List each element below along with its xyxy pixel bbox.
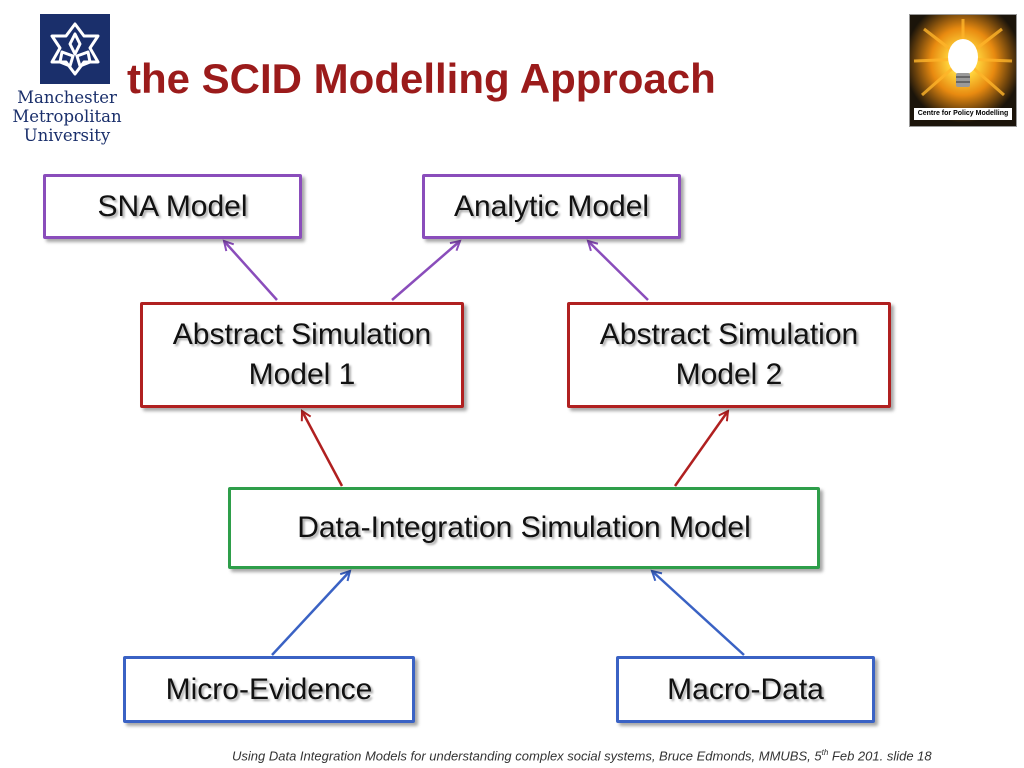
- abs2-label-line1: Abstract Simulation: [599, 318, 859, 351]
- logo-line-1: Manchester: [17, 88, 117, 107]
- macro-data-label: Macro-Data: [667, 672, 824, 706]
- abs2-label-line2: Model 2: [675, 358, 783, 391]
- cpm-logo: Centre for Policy Modelling: [909, 14, 1017, 127]
- macro-data-box: Macro-Data: [616, 656, 875, 723]
- slide-footer: Using Data Integration Models for unders…: [232, 748, 1016, 763]
- analytic-model-label: Analytic Model: [453, 189, 650, 223]
- abstract-simulation-model-1-box: Abstract Simulation Model 1: [140, 302, 464, 408]
- sna-model-box: SNA Model: [43, 174, 302, 239]
- arrow-abs2-to-analytic: [588, 241, 649, 301]
- arrow-macro-to-dataint: [652, 571, 745, 656]
- abstract-simulation-model-2-box: Abstract Simulation Model 2: [567, 302, 891, 408]
- abs1-label-line2: Model 1: [248, 358, 356, 391]
- manchester-met-emblem-icon: [40, 14, 110, 84]
- micro-evidence-label: Micro-Evidence: [165, 672, 373, 706]
- abs1-label-line1: Abstract Simulation: [172, 318, 432, 351]
- lightbulb-icon: [910, 15, 1016, 126]
- arrow-abs1-to-sna: [224, 241, 278, 301]
- arrow-abs1-to-analytic: [391, 241, 460, 301]
- footer-slide-number: Feb 201. slide 18: [828, 748, 932, 764]
- analytic-model-box: Analytic Model: [422, 174, 681, 239]
- arrow-dataint-to-abs1: [302, 411, 344, 487]
- sna-model-label: SNA Model: [97, 189, 248, 223]
- footer-sup: th: [821, 748, 829, 757]
- manchester-met-logo: Manchester Metropolitan University: [8, 12, 126, 145]
- data-integration-simulation-model-box: Data-Integration Simulation Model: [228, 487, 820, 569]
- arrow-dataint-to-abs2: [673, 411, 728, 487]
- manchester-met-wordmark: Manchester Metropolitan University: [8, 88, 126, 145]
- logo-line-3: University: [23, 126, 111, 145]
- micro-evidence-box: Micro-Evidence: [123, 656, 415, 723]
- dataint-label: Data-Integration Simulation Model: [297, 511, 751, 544]
- arrow-micro-to-dataint: [271, 571, 350, 656]
- footer-text: Using Data Integration Models for unders…: [232, 748, 822, 764]
- logo-line-2: Metropolitan: [12, 107, 122, 126]
- slide-title: the SCID Modelling Approach: [127, 55, 716, 102]
- cpm-logo-label: Centre for Policy Modelling: [914, 108, 1012, 120]
